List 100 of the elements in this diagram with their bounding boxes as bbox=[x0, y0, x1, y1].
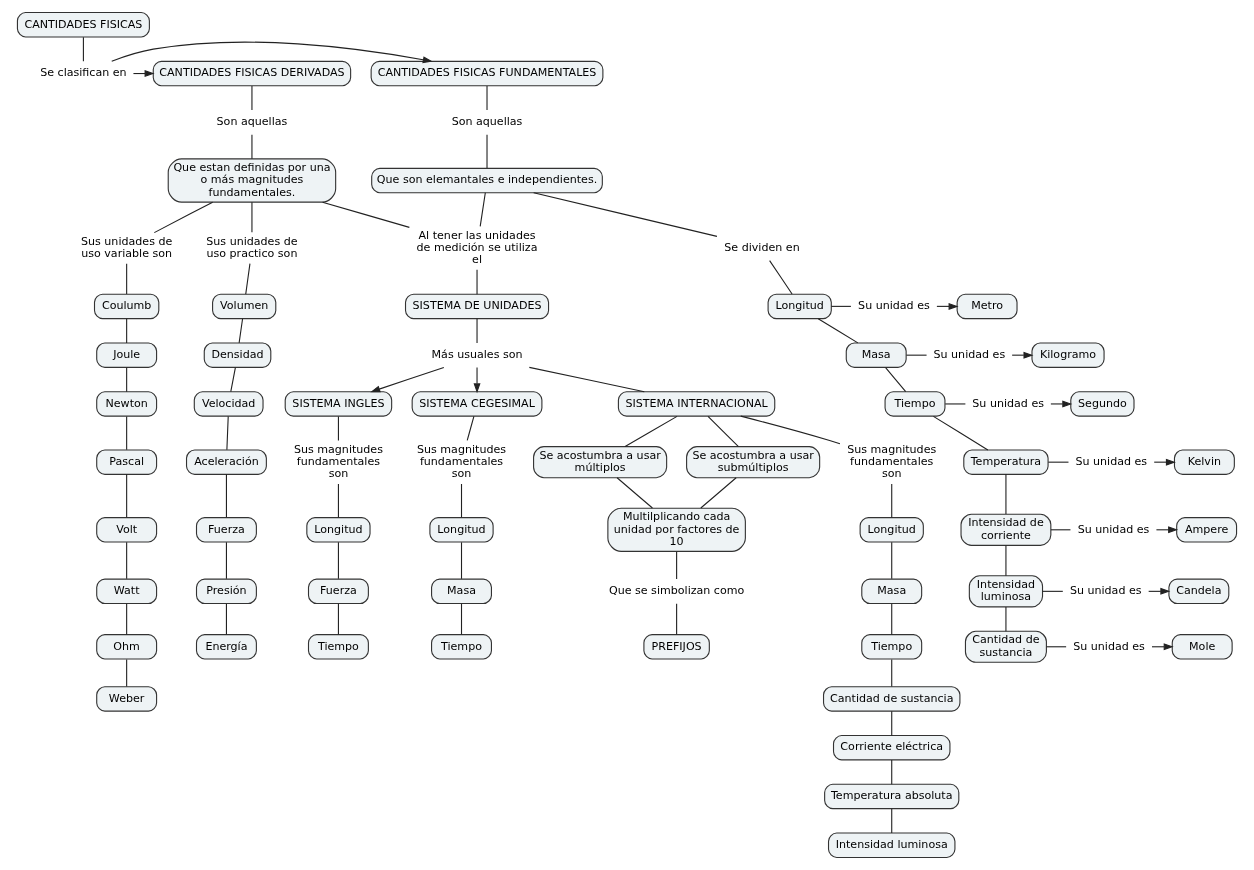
node-box: PREFIJOS bbox=[643, 634, 710, 660]
node-box: CANTIDADES FISICAS DERIVADAS bbox=[152, 60, 352, 87]
node-box: Segundo bbox=[1070, 391, 1135, 417]
arrow bbox=[370, 366, 445, 393]
connector bbox=[676, 603, 678, 635]
connector bbox=[891, 759, 893, 785]
connector bbox=[891, 603, 893, 635]
connector bbox=[891, 541, 893, 580]
connector bbox=[624, 415, 678, 448]
connector bbox=[891, 483, 893, 518]
node-box: Intensidad de corriente bbox=[960, 513, 1052, 546]
connector bbox=[245, 263, 251, 295]
connector bbox=[126, 541, 128, 580]
node-box: Tiempo bbox=[307, 634, 369, 660]
node-box: Weber bbox=[96, 686, 158, 712]
node-box: Newton bbox=[96, 391, 158, 417]
connector bbox=[700, 477, 737, 509]
node-box: Mole bbox=[1171, 634, 1233, 660]
connector bbox=[932, 415, 989, 451]
connector bbox=[460, 483, 463, 518]
node-box: Masa bbox=[845, 342, 907, 368]
node-text: Su unidad es bbox=[1077, 522, 1150, 536]
node-box: Velocidad bbox=[193, 391, 264, 417]
node-box: SISTEMA INTERNACIONAL bbox=[617, 391, 776, 417]
connector bbox=[486, 85, 488, 111]
node-text: Más usuales son bbox=[431, 347, 523, 361]
node-box: Que estan definidas por una o más magnitudes fundamentales. bbox=[167, 158, 337, 203]
node-box: Tiempo bbox=[884, 391, 946, 417]
connector bbox=[126, 415, 128, 451]
node-box: Multilplicando cada unidad por factores de 10 bbox=[607, 507, 746, 552]
node-box: Cantidad de sustancia bbox=[823, 686, 961, 712]
connector bbox=[153, 201, 214, 234]
node-box: Intensidad luminosa bbox=[968, 575, 1044, 608]
connector bbox=[817, 318, 859, 344]
connector bbox=[769, 260, 793, 295]
connector bbox=[225, 541, 227, 580]
node-box: Presión bbox=[195, 578, 257, 605]
node-box: Volumen bbox=[212, 293, 277, 320]
node-box: Volt bbox=[96, 517, 158, 543]
node-text: Su unidad es bbox=[1075, 454, 1148, 468]
connector bbox=[676, 551, 678, 580]
node-text: Se clasifican en bbox=[40, 66, 127, 80]
connector bbox=[337, 415, 339, 441]
node-text: Se dividen en bbox=[724, 240, 800, 254]
connector bbox=[460, 603, 463, 635]
node-box: Energía bbox=[195, 634, 257, 660]
node-text: Sus unidades de uso variable son bbox=[81, 234, 173, 261]
node-box: Longitud bbox=[306, 517, 371, 543]
node-box: Intensidad luminosa bbox=[827, 832, 956, 858]
connector bbox=[885, 367, 907, 393]
node-box: Cantidad de sustancia bbox=[964, 630, 1047, 663]
arrow bbox=[1050, 400, 1073, 408]
node-text: Su unidad es bbox=[972, 396, 1044, 410]
connector bbox=[1005, 473, 1007, 515]
node-box: Se acostumbra a usar submúltiplos bbox=[686, 446, 821, 479]
node-box: Kilogramo bbox=[1031, 342, 1105, 368]
connector bbox=[891, 710, 893, 736]
connector bbox=[251, 134, 253, 160]
node-box: Fuerza bbox=[195, 517, 257, 543]
connector bbox=[337, 541, 339, 580]
node-box: Tiempo bbox=[861, 634, 923, 660]
node-box: Ohm bbox=[96, 634, 158, 660]
connector bbox=[337, 603, 339, 635]
node-box: Corriente eléctrica bbox=[832, 734, 951, 761]
node-box: SISTEMA CEGESIMAL bbox=[411, 391, 543, 417]
node-text: Sus magnitudes fundamentales son bbox=[293, 442, 383, 481]
connector bbox=[476, 318, 478, 344]
connector bbox=[1050, 529, 1071, 531]
node-text: Al tener las unidades de medición se utiliza el bbox=[416, 228, 538, 267]
connector bbox=[1005, 606, 1007, 632]
connector bbox=[1046, 646, 1067, 648]
connector bbox=[238, 318, 244, 344]
connector bbox=[126, 367, 128, 393]
node-box: Se acostumbra a usar múltiplos bbox=[533, 446, 668, 479]
connector bbox=[944, 403, 966, 405]
node-box: Kelvin bbox=[1173, 449, 1235, 475]
connector bbox=[126, 603, 128, 635]
connector bbox=[337, 483, 339, 518]
connector bbox=[251, 201, 253, 233]
arrow bbox=[111, 41, 433, 64]
node-box: Masa bbox=[861, 578, 923, 605]
node-box: Metro bbox=[956, 293, 1018, 320]
connector bbox=[1042, 590, 1064, 592]
node-box: Longitud bbox=[429, 517, 494, 543]
node-box: Masa bbox=[431, 578, 492, 605]
connector bbox=[126, 318, 128, 344]
node-text: Su unidad es bbox=[1073, 639, 1145, 653]
node-box: Watt bbox=[96, 578, 158, 605]
node-box: Fuerza bbox=[307, 578, 369, 605]
node-box: Ampere bbox=[1176, 517, 1238, 543]
node-box: SISTEMA INGLES bbox=[284, 391, 393, 417]
node-text: Su unidad es bbox=[858, 299, 930, 313]
connector bbox=[707, 415, 740, 448]
connector bbox=[533, 192, 718, 237]
node-text: Su unidad es bbox=[933, 347, 1006, 361]
node-box: CANTIDADES FISICAS bbox=[16, 12, 150, 38]
connector bbox=[740, 415, 841, 445]
node-box: CANTIDADES FISICAS FUNDAMENTALES bbox=[370, 60, 604, 87]
connector bbox=[126, 658, 128, 688]
connector bbox=[486, 134, 488, 169]
